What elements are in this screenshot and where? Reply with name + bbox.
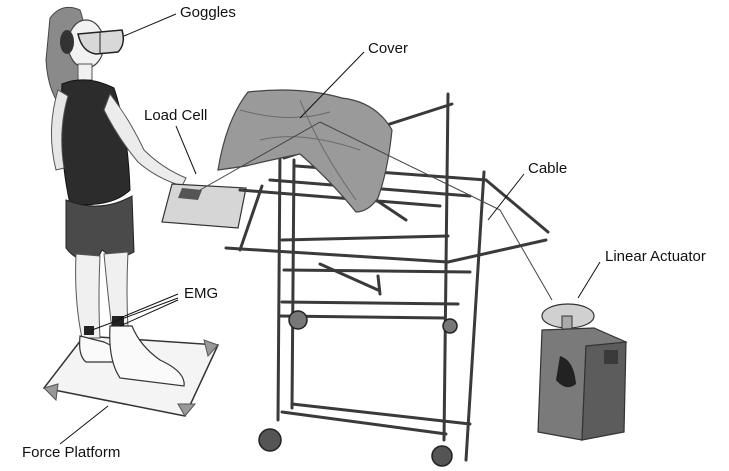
label-load-cell: Load Cell bbox=[144, 107, 208, 124]
goggles bbox=[77, 29, 125, 55]
leader-force-platform bbox=[59, 405, 109, 445]
leader-linear-actuator bbox=[577, 261, 601, 299]
leader-load-cell bbox=[175, 125, 197, 175]
leader-cover bbox=[299, 51, 365, 119]
cart-wheels bbox=[258, 310, 458, 467]
label-force-platform: Force Platform bbox=[22, 444, 121, 461]
load-cell bbox=[161, 183, 247, 229]
participant bbox=[45, 6, 187, 387]
cable bbox=[199, 121, 553, 301]
label-linear-actuator: Linear Actuator bbox=[605, 248, 706, 265]
linear-actuator bbox=[537, 303, 628, 441]
leader-goggles bbox=[123, 13, 177, 37]
leader-emg-3 bbox=[119, 299, 179, 327]
leader-lines bbox=[59, 13, 601, 445]
leader-emg-1 bbox=[119, 293, 179, 319]
leader-emg-2 bbox=[91, 297, 179, 331]
label-emg: EMG bbox=[184, 285, 219, 302]
leader-cable bbox=[487, 173, 525, 221]
label-cover: Cover bbox=[368, 40, 409, 57]
label-cable: Cable bbox=[528, 160, 568, 177]
cover bbox=[217, 89, 393, 213]
label-goggles: Goggles bbox=[180, 4, 236, 21]
